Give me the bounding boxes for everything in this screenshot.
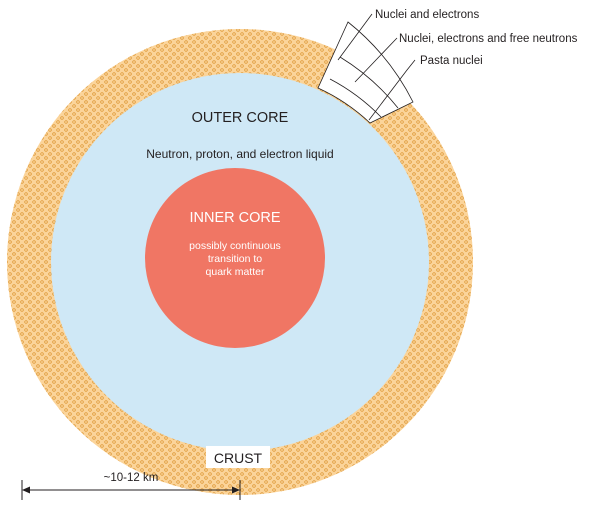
crust-sublayer-boundary-2: [339, 56, 399, 109]
leader-line-nuclei-electrons-neutrons: [354, 37, 398, 83]
scale-bar-arrow-right: [232, 486, 240, 494]
label-outer-core: OUTER CORE: [192, 110, 289, 126]
crust-sublayer-boundary-1: [329, 78, 382, 118]
leader-line-pasta-nuclei: [368, 59, 416, 121]
leader-line-nuclei-electrons: [337, 13, 373, 61]
label-outer-core-desc: Neutron, proton, and electron liquid: [146, 147, 333, 161]
scale-bar-arrow-left: [22, 486, 30, 494]
label-crust: CRUST: [214, 450, 263, 466]
label-inner-core-desc-1: possibly continuous: [189, 240, 281, 252]
scale-bar: ~10-12 km: [21, 472, 241, 500]
label-nuclei-electrons: Nuclei and electrons: [375, 9, 479, 21]
label-inner-core-desc-3: quark matter: [206, 266, 265, 278]
inner-core: [145, 168, 325, 348]
label-scale: ~10-12 km: [104, 472, 159, 484]
label-pasta-nuclei: Pasta nuclei: [420, 55, 483, 67]
label-nuclei-electrons-neutrons: Nuclei, electrons and free neutrons: [399, 33, 578, 45]
crust-label-box: [206, 446, 270, 468]
label-inner-core-desc-2: transition to: [208, 253, 262, 265]
label-inner-core: INNER CORE: [189, 210, 280, 226]
